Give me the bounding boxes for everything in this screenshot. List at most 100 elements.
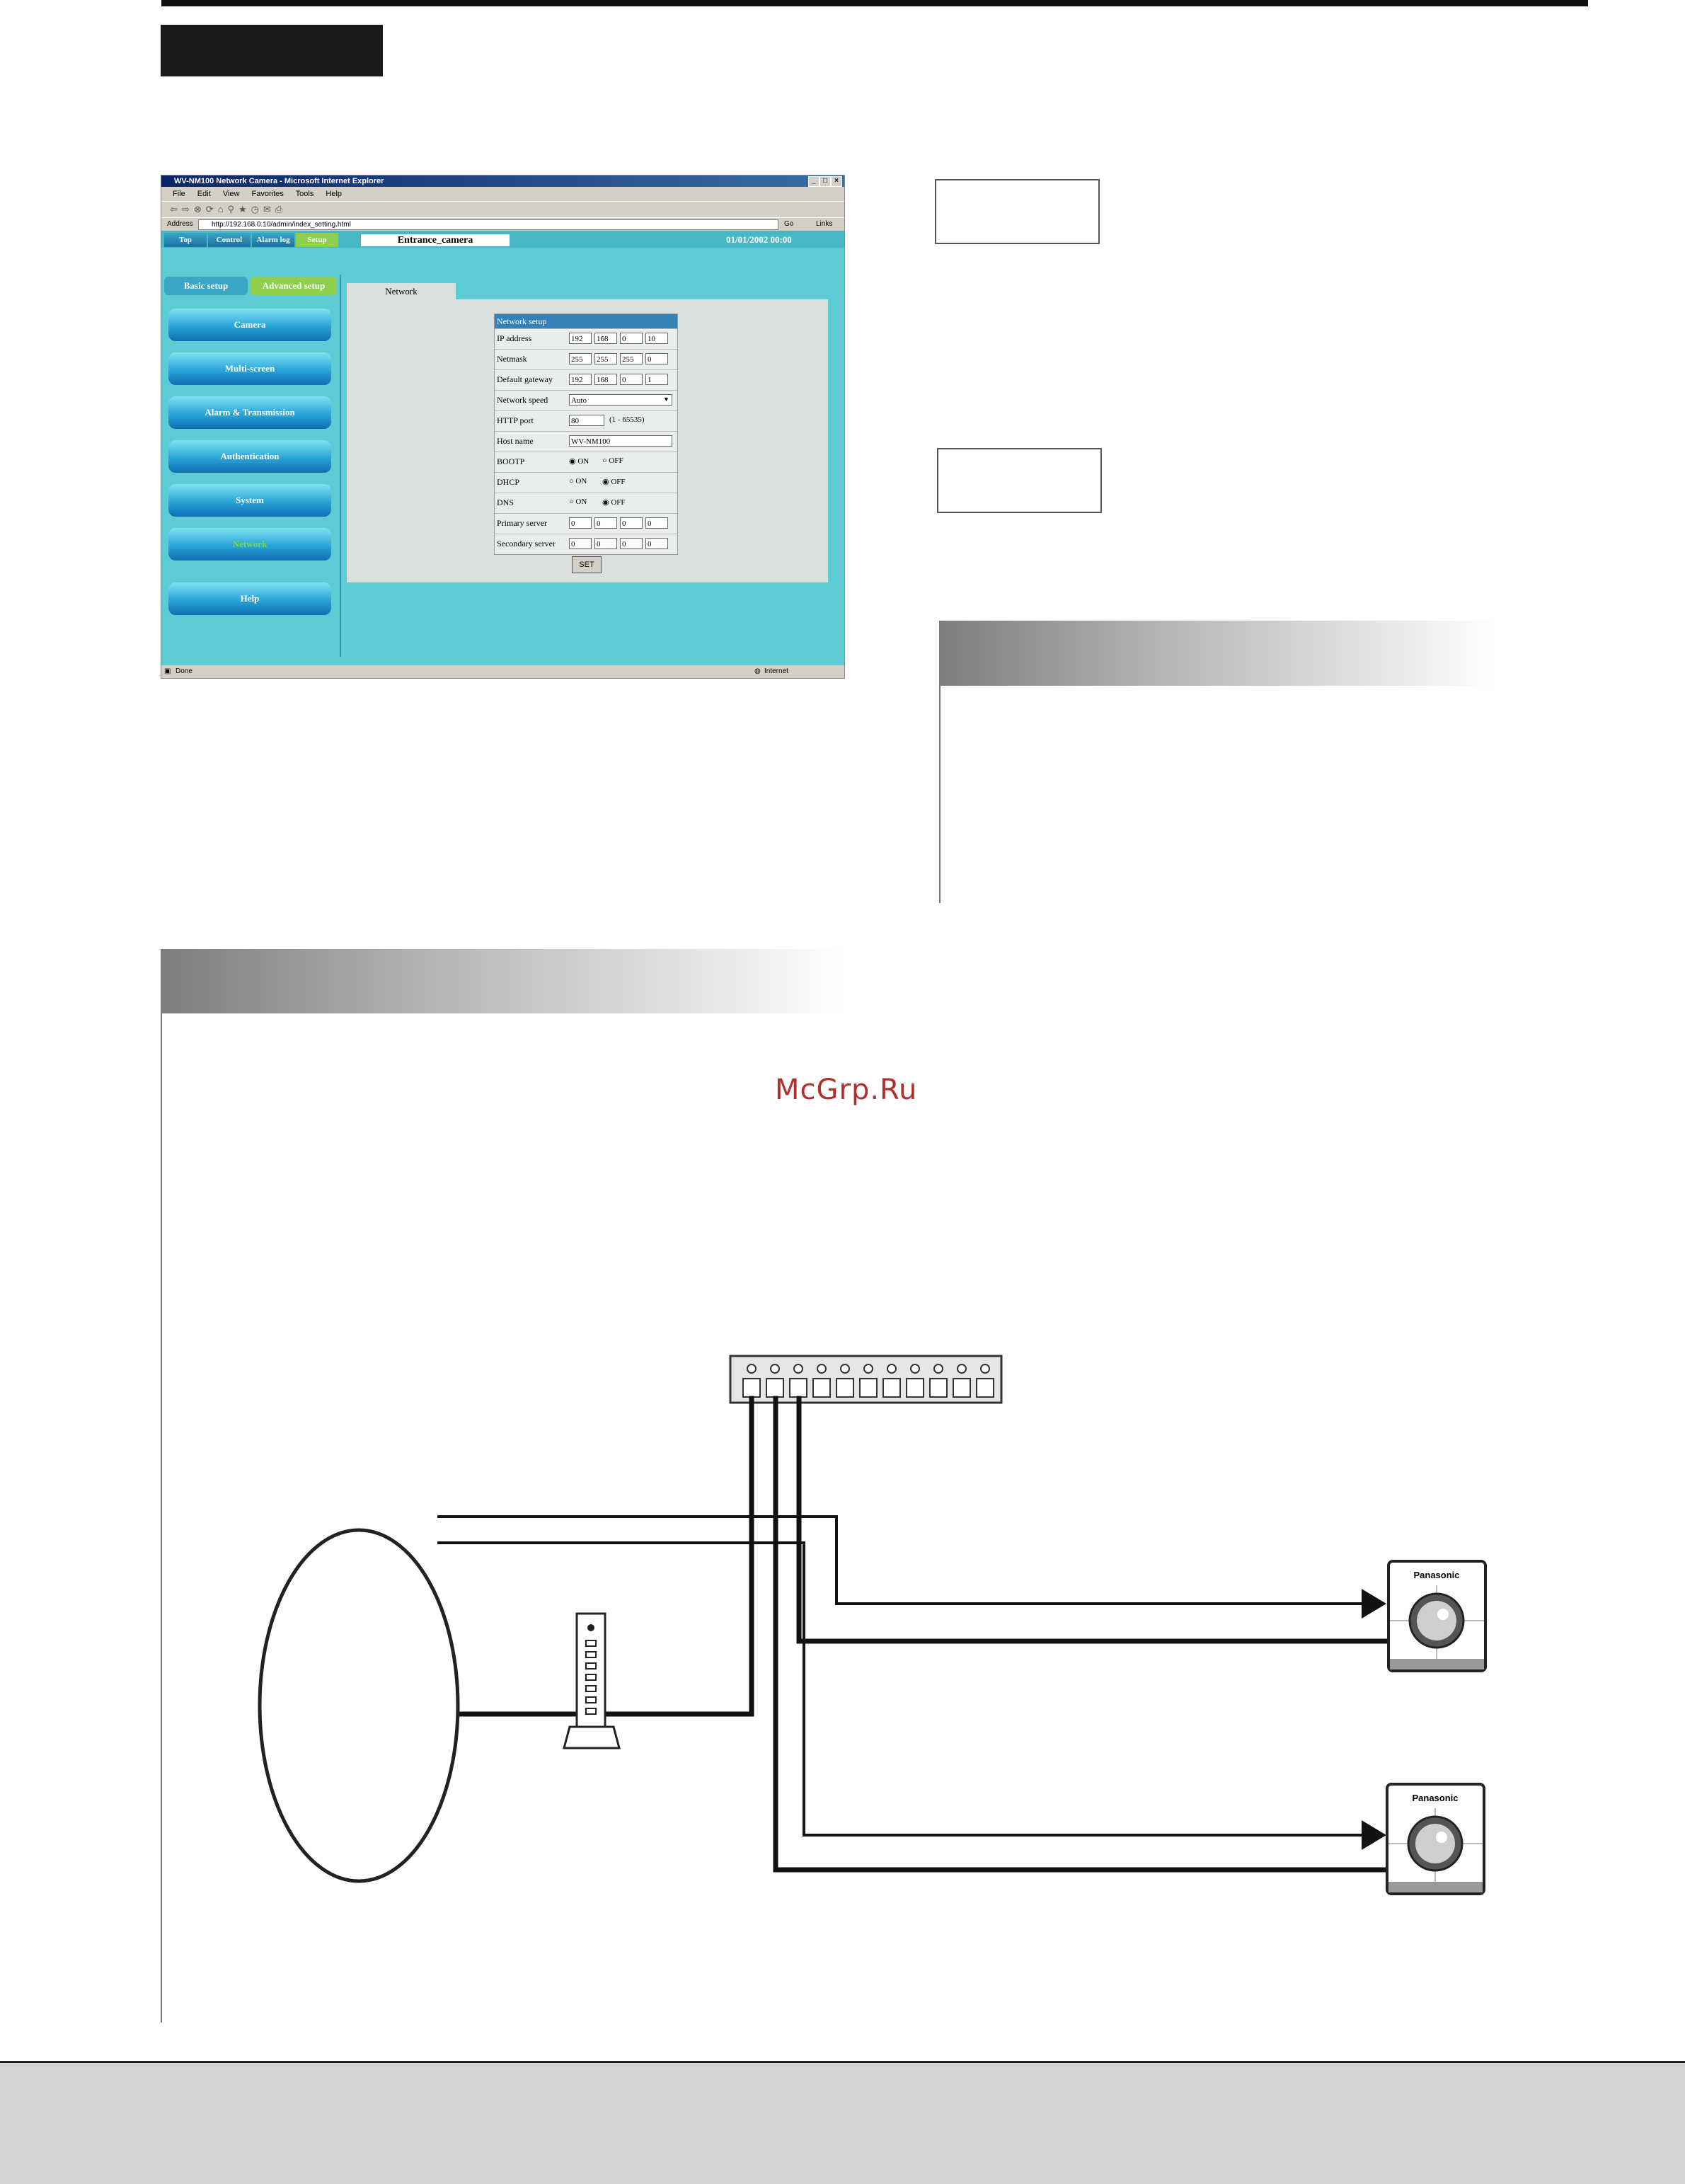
tab-alarm-log[interactable]: Alarm log <box>252 233 294 247</box>
camera-brand: Panasonic <box>1412 1793 1458 1803</box>
bootp-on-radio[interactable]: ◉ ON <box>569 457 590 466</box>
set-button[interactable]: SET <box>572 556 602 573</box>
hub-port <box>859 1378 878 1398</box>
favorites-icon[interactable]: ★ <box>238 204 251 214</box>
line-camera-2 <box>437 1541 1365 1837</box>
history-icon[interactable]: ◷ <box>251 204 264 214</box>
hub-port <box>812 1378 831 1398</box>
sidebar-item-network[interactable]: Network <box>168 528 331 561</box>
sidebar-item-help[interactable]: Help <box>168 582 331 615</box>
sidebar-item-authentication[interactable]: Authentication <box>168 440 331 473</box>
search-icon[interactable]: ⚲ <box>227 204 239 214</box>
mail-icon[interactable]: ✉ <box>263 204 275 214</box>
ip-octet-3[interactable]: 0 <box>620 333 643 344</box>
section-tab-block <box>161 25 383 76</box>
menu-tools[interactable]: Tools <box>295 190 314 198</box>
address-bar: Address http://192.168.0.10/admin/index_… <box>161 217 844 231</box>
radio-label: ON <box>575 498 587 506</box>
ip-octet-2[interactable]: 168 <box>594 333 617 344</box>
netmask-octet-2[interactable]: 255 <box>594 353 617 364</box>
hub-port <box>836 1378 854 1398</box>
primary-octet-2[interactable]: 0 <box>594 517 617 529</box>
dhcp-off-radio[interactable]: ◉ OFF <box>602 478 626 486</box>
network-camera-1: Panasonic <box>1387 1560 1487 1672</box>
tab-control[interactable]: Control <box>208 233 251 247</box>
zone-text: Internet <box>764 667 788 675</box>
menu-favorites[interactable]: Favorites <box>251 190 284 198</box>
row-dns: DNS ○ ON ◉ OFF <box>495 493 677 513</box>
host-name-input[interactable]: WV-NM100 <box>569 435 672 447</box>
camera-header: Top Control Alarm log Setup Entrance_cam… <box>161 231 844 248</box>
network-speed-select[interactable]: Auto <box>569 394 672 406</box>
dhcp-on-radio[interactable]: ○ ON <box>569 477 587 485</box>
secondary-octet-1[interactable]: 0 <box>569 538 592 549</box>
http-port-hint: (1 - 65535) <box>609 415 645 424</box>
tab-setup[interactable]: Setup <box>296 233 338 247</box>
back-icon[interactable]: ⇦ <box>170 204 182 214</box>
url-input[interactable]: http://192.168.0.10/admin/index_setting.… <box>198 219 778 230</box>
window-title: WV-NM100 Network Camera - Microsoft Inte… <box>174 177 384 185</box>
ip-octet-1[interactable]: 192 <box>569 333 592 344</box>
gateway-octet-4[interactable]: 1 <box>645 374 668 385</box>
secondary-octet-2[interactable]: 0 <box>594 538 617 549</box>
minimize-icon[interactable]: _ <box>808 176 820 187</box>
menu-view[interactable]: View <box>222 190 240 198</box>
sidebar-item-alarm-transmission[interactable]: Alarm & Transmission <box>168 396 331 429</box>
row-label: BOOTP <box>497 456 525 466</box>
tab-top[interactable]: Top <box>164 233 207 247</box>
primary-octet-4[interactable]: 0 <box>645 517 668 529</box>
http-port-input[interactable]: 80 <box>569 415 604 426</box>
hub-port-led <box>747 1364 757 1374</box>
sidebar-item-system[interactable]: System <box>168 484 331 517</box>
secondary-octet-4[interactable]: 0 <box>645 538 668 549</box>
radio-label: OFF <box>609 456 623 465</box>
menu-help[interactable]: Help <box>326 190 343 198</box>
row-netmask: Netmask 255 255 255 0 <box>495 349 677 369</box>
gateway-octet-1[interactable]: 192 <box>569 374 592 385</box>
gateway-octet-2[interactable]: 168 <box>594 374 617 385</box>
tab-advanced-setup[interactable]: Advanced setup <box>251 277 337 295</box>
stop-icon[interactable]: ⊗ <box>193 204 206 214</box>
primary-octet-3[interactable]: 0 <box>620 517 643 529</box>
hub-port-led <box>933 1364 943 1374</box>
gateway-octet-3[interactable]: 0 <box>620 374 643 385</box>
row-primary-server: Primary server 0 0 0 0 <box>495 513 677 534</box>
hub-port-led <box>793 1364 803 1374</box>
row-label: Secondary server <box>497 539 556 548</box>
go-button[interactable]: Go <box>784 220 794 228</box>
dns-off-radio[interactable]: ◉ OFF <box>602 498 626 507</box>
secondary-octet-3[interactable]: 0 <box>620 538 643 549</box>
sidebar-item-multi-screen[interactable]: Multi-screen <box>168 352 331 385</box>
maximize-icon[interactable]: □ <box>820 176 831 187</box>
row-label: Netmask <box>497 354 527 364</box>
row-ip-address: IP address 192 168 0 10 <box>495 328 677 349</box>
sidebar-item-camera[interactable]: Camera <box>168 309 331 341</box>
dns-on-radio[interactable]: ○ ON <box>569 498 587 506</box>
close-icon[interactable]: × <box>831 176 842 187</box>
tab-basic-setup[interactable]: Basic setup <box>164 277 248 295</box>
bootp-off-radio[interactable]: ○ OFF <box>602 456 623 465</box>
ip-octet-4[interactable]: 10 <box>645 333 668 344</box>
home-icon[interactable]: ⌂ <box>217 204 228 214</box>
tab-network[interactable]: Network <box>347 283 456 300</box>
callout-box-2 <box>937 448 1102 513</box>
status-text: Done <box>176 667 192 675</box>
print-icon[interactable]: ⎙ <box>275 204 287 214</box>
links-label[interactable]: Links <box>816 220 833 228</box>
netmask-octet-3[interactable]: 255 <box>620 353 643 364</box>
refresh-icon[interactable]: ⟳ <box>205 204 218 214</box>
forward-icon[interactable]: ⇨ <box>181 204 194 214</box>
row-default-gateway: Default gateway 192 168 0 1 <box>495 369 677 390</box>
browser-screenshot: WV-NM100 Network Camera - Microsoft Inte… <box>161 175 845 679</box>
primary-octet-1[interactable]: 0 <box>569 517 592 529</box>
hub <box>729 1355 1003 1404</box>
row-label: IP address <box>497 333 532 343</box>
netmask-octet-4[interactable]: 0 <box>645 353 668 364</box>
menu-edit[interactable]: Edit <box>197 190 211 198</box>
row-label: DNS <box>497 498 514 507</box>
hub-port <box>882 1378 901 1398</box>
netmask-octet-1[interactable]: 255 <box>569 353 592 364</box>
arrow-camera-1 <box>1362 1589 1386 1619</box>
menu-file[interactable]: File <box>173 190 185 198</box>
row-network-speed: Network speed Auto ▼ <box>495 390 677 410</box>
